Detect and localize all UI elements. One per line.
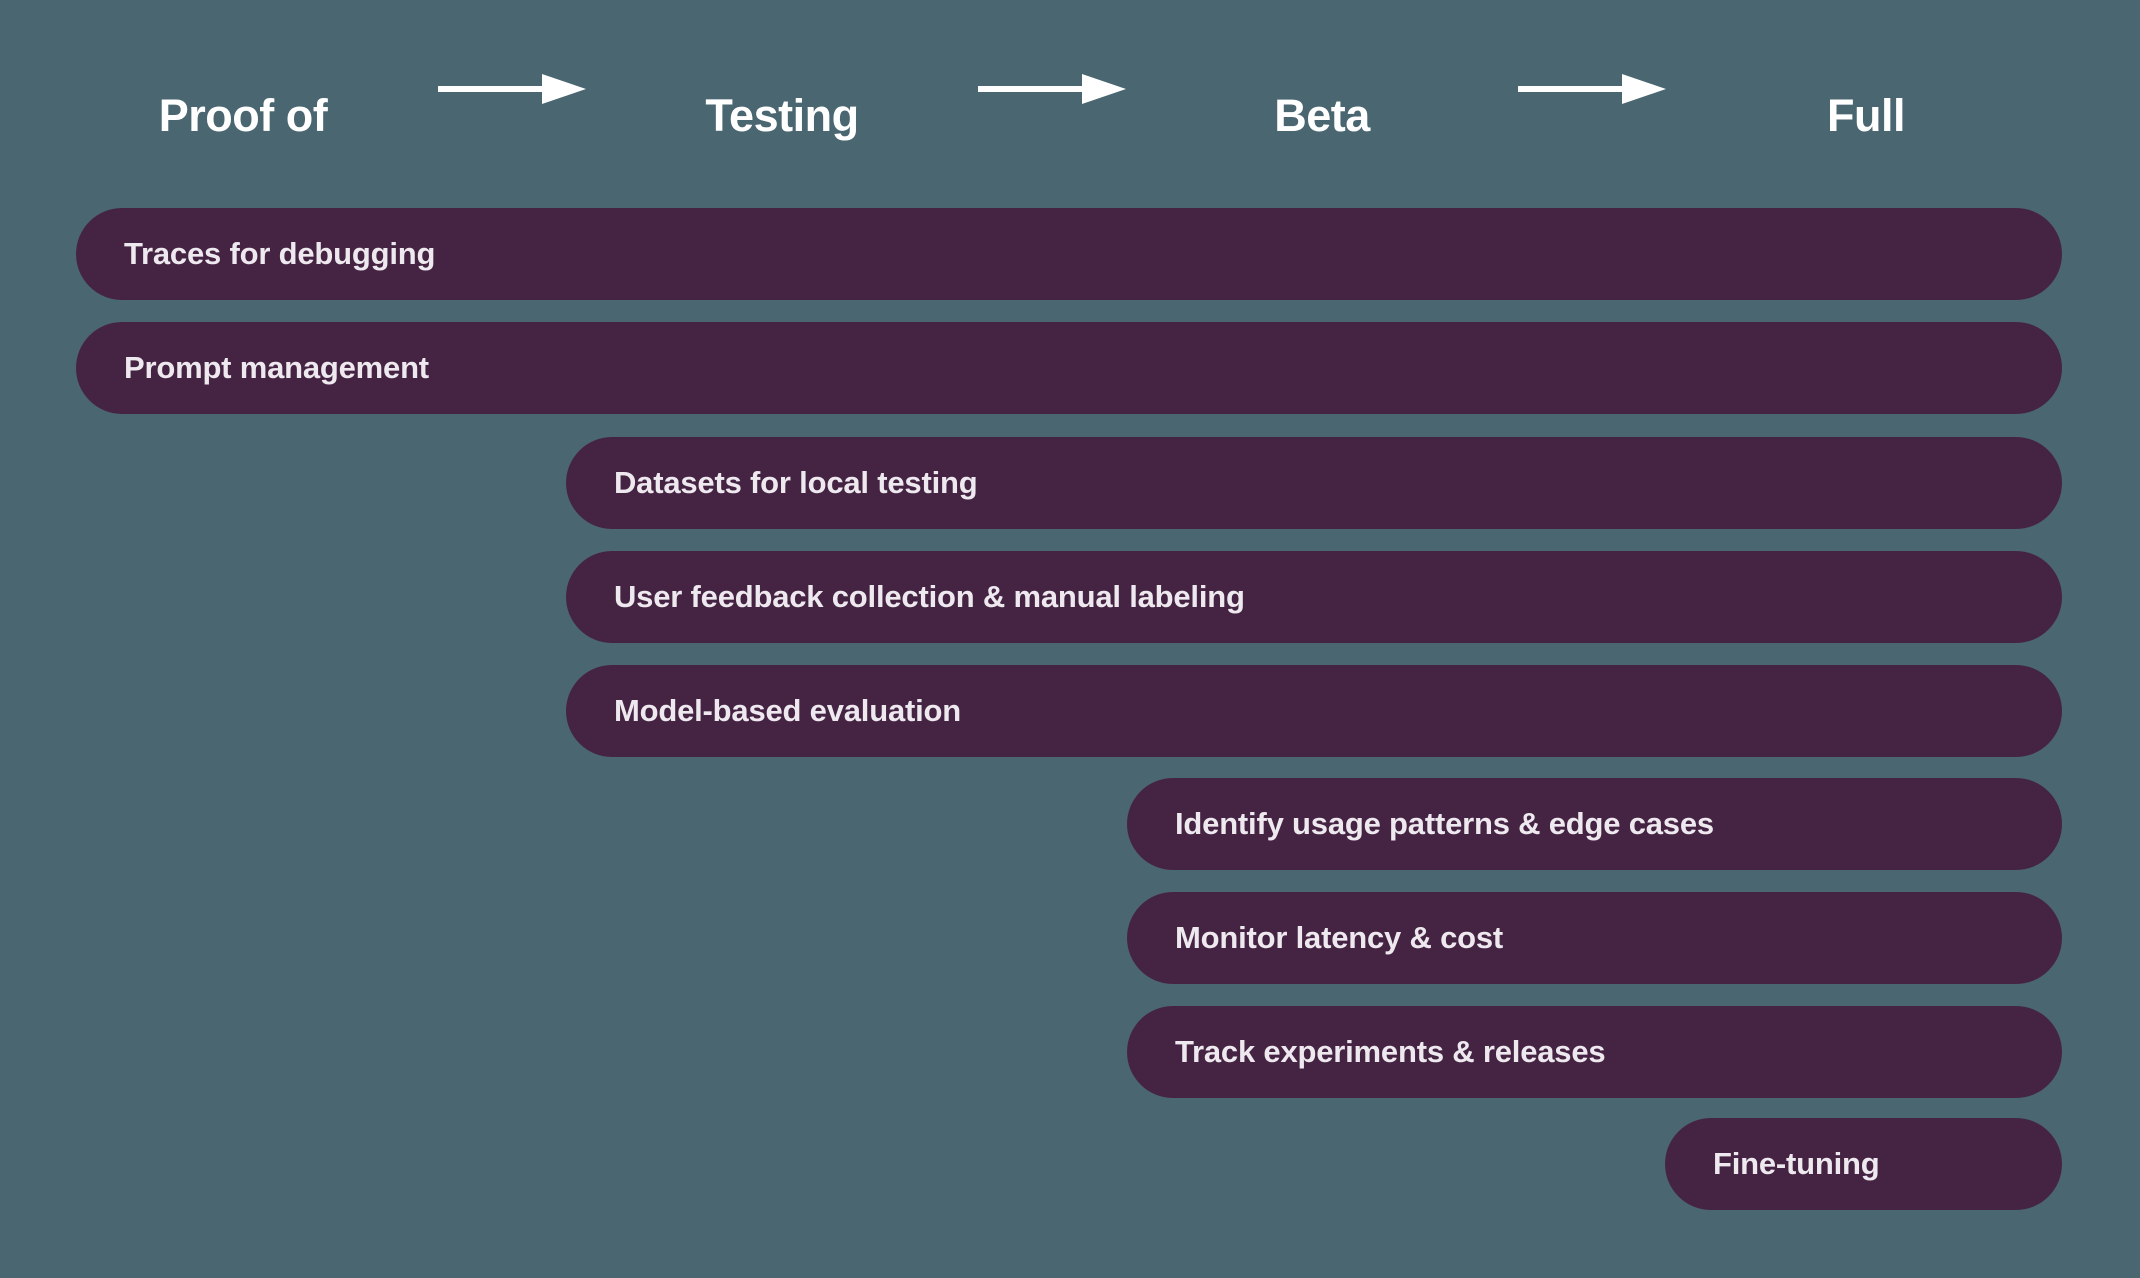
capability-bar: Track experiments & releases <box>1127 1006 2062 1098</box>
phase-label-line1: Full <box>1827 90 1905 141</box>
phase-label-line1: Testing <box>705 90 859 141</box>
phase-label-line1: Beta <box>1274 90 1370 141</box>
capability-bar-label: Identify usage patterns & edge cases <box>1175 806 1714 841</box>
capability-bar: User feedback collection & manual labeli… <box>566 551 2062 643</box>
capability-bar-label: Monitor latency & cost <box>1175 920 1504 955</box>
capability-bar-label: Track experiments & releases <box>1175 1034 1606 1069</box>
capability-bar-label: Fine-tuning <box>1713 1146 1880 1181</box>
capability-bar-label: Traces for debugging <box>124 236 436 271</box>
capability-bar-label: Prompt management <box>124 350 429 385</box>
capability-bar: Identify usage patterns & edge cases <box>1127 778 2062 870</box>
arrow-right-icon <box>978 72 1126 106</box>
capability-bar-label: User feedback collection & manual labeli… <box>614 579 1245 614</box>
capability-bar-label: Model-based evaluation <box>614 693 961 728</box>
capability-bar: Monitor latency & cost <box>1127 892 2062 984</box>
phase-label-line1: Proof of <box>158 90 328 141</box>
capability-bar: Datasets for local testing <box>566 437 2062 529</box>
arrow-right-icon <box>438 72 586 106</box>
capability-bar: Traces for debugging <box>76 208 2062 300</box>
capability-bar: Fine-tuning <box>1665 1118 2062 1210</box>
capability-bar: Prompt management <box>76 322 2062 414</box>
capability-bar-label: Datasets for local testing <box>614 465 978 500</box>
capability-bar: Model-based evaluation <box>566 665 2062 757</box>
arrow-right-icon <box>1518 72 1666 106</box>
